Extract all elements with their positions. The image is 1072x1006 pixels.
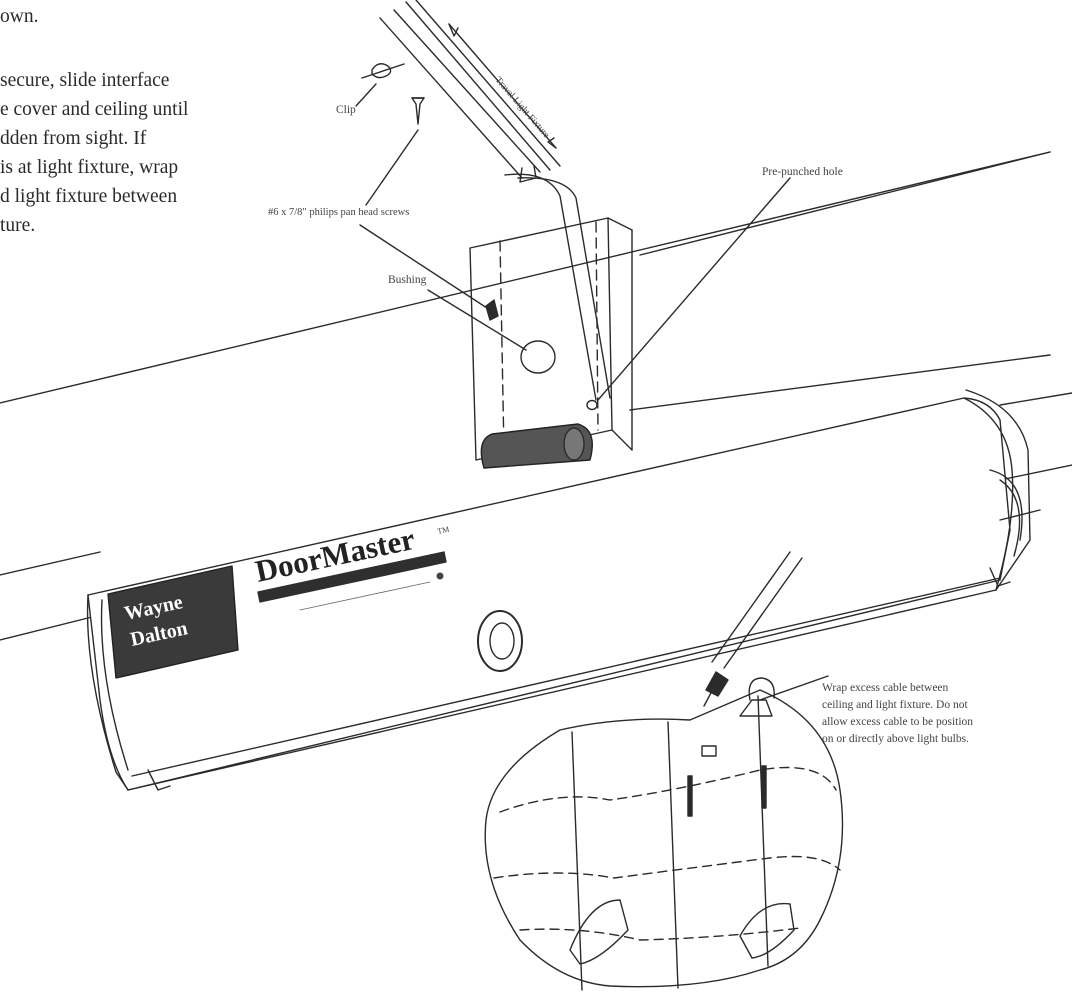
leader-wrap-note (759, 675, 829, 701)
wayne-dalton-logo: Wayne Dalton (107, 565, 239, 679)
screw-icon (411, 97, 425, 125)
label-travel-light-fixture: Travel Light Fixture (493, 75, 551, 140)
cover-tab (147, 769, 171, 791)
leader-screws-bottom (359, 224, 491, 311)
opener-cover (86, 389, 1041, 791)
bushing-icon (427, 289, 556, 374)
pulley-spool (480, 423, 593, 469)
instruction-line: secure, slide interface (0, 70, 170, 91)
ceiling-lines (0, 151, 1072, 641)
wrap-cable-note: Wrap excess cable between ceiling and li… (822, 680, 1072, 748)
svg-text:TM: TM (437, 525, 451, 536)
travel-rail (379, 0, 611, 401)
wrap-note-line: allow excess cable to be position (822, 716, 974, 728)
label-screws: #6 x 7/8" philips pan head screws (268, 207, 410, 218)
light-fixture (484, 689, 844, 991)
instruction-line: d light fixture between (0, 186, 178, 207)
wrap-note-line: ceiling and light fixture. Do not (822, 699, 968, 711)
instruction-line: e cover and ceiling until (0, 99, 189, 120)
pre-punched-hole-icon (586, 177, 791, 411)
fixture-cable (703, 551, 829, 717)
wrap-note-line: Wrap excess cable between (822, 682, 949, 694)
instruction-line: dden from sight. If (0, 128, 147, 149)
instruction-line: ture. (0, 215, 36, 236)
clip-icon (355, 63, 405, 107)
label-pre-punched-hole: Pre-punched hole (762, 166, 843, 178)
screw-icon (485, 299, 499, 321)
label-bushing: Bushing (388, 274, 427, 286)
cover-tab (989, 567, 1011, 587)
instruction-line: own. (0, 6, 39, 27)
wrap-note-line: on or directly above light bulbs. (822, 733, 969, 745)
instruction-line: is at light fixture, wrap (0, 157, 179, 178)
mounting-bracket (469, 217, 633, 461)
leader-screws-top (365, 129, 419, 206)
label-clip: Clip (336, 104, 356, 116)
